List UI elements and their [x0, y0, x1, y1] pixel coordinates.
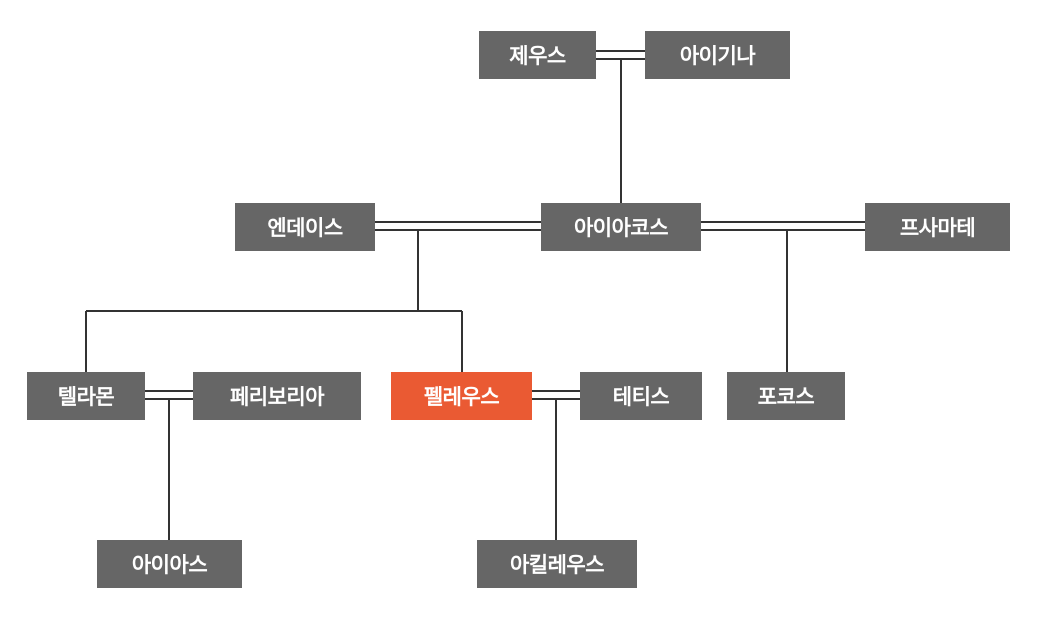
- node-peleus-highlighted: 펠레우스: [391, 372, 532, 420]
- node-achilles: 아킬레우스: [477, 540, 637, 588]
- node-endeis: 엔데이스: [235, 203, 375, 251]
- node-aias: 아이아스: [97, 540, 242, 588]
- node-aiakos: 아이아코스: [541, 203, 701, 251]
- node-zeus: 제우스: [479, 31, 596, 79]
- node-periboia: 페리보리아: [193, 372, 361, 420]
- node-aegina: 아이기나: [645, 31, 790, 79]
- node-thetis: 테티스: [580, 372, 702, 420]
- node-telamon: 텔라몬: [27, 372, 145, 420]
- node-psamathe: 프사마테: [865, 203, 1010, 251]
- node-phokos: 포코스: [727, 372, 845, 420]
